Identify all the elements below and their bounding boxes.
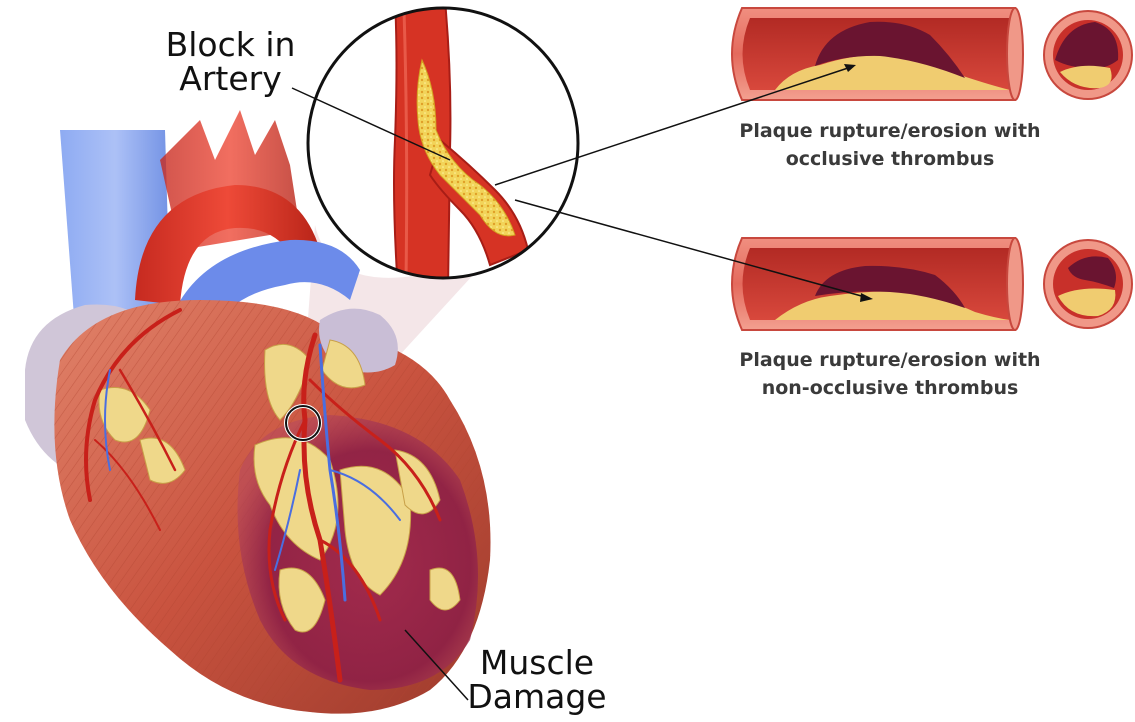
magnified-artery bbox=[308, 0, 578, 290]
occlusive-thrombus-caption: Plaque rupture/erosion with occlusive th… bbox=[710, 117, 1070, 173]
heart bbox=[25, 300, 491, 714]
occlusive-caption-line2: occlusive thrombus bbox=[710, 145, 1070, 173]
occlusive-caption-line1: Plaque rupture/erosion with bbox=[710, 117, 1070, 145]
vessel-section-occlusive bbox=[732, 8, 1023, 100]
nonocclusive-caption-line1: Plaque rupture/erosion with bbox=[710, 346, 1070, 374]
nonocclusive-thrombus-caption: Plaque rupture/erosion with non-occlusiv… bbox=[710, 346, 1070, 402]
nonocclusive-caption-line2: non-occlusive thrombus bbox=[710, 374, 1070, 402]
muscle-damage-label: Muscle Damage bbox=[462, 646, 612, 714]
vessel-section-nonocclusive bbox=[732, 238, 1023, 330]
vessel-cross-section-nonocclusive bbox=[1044, 240, 1132, 328]
block-in-artery-label: Block in Artery bbox=[158, 28, 303, 96]
block-label-line2: Artery bbox=[179, 59, 281, 98]
muscle-label-line2: Damage bbox=[467, 677, 606, 716]
vessel-cross-section-occlusive bbox=[1044, 11, 1132, 99]
